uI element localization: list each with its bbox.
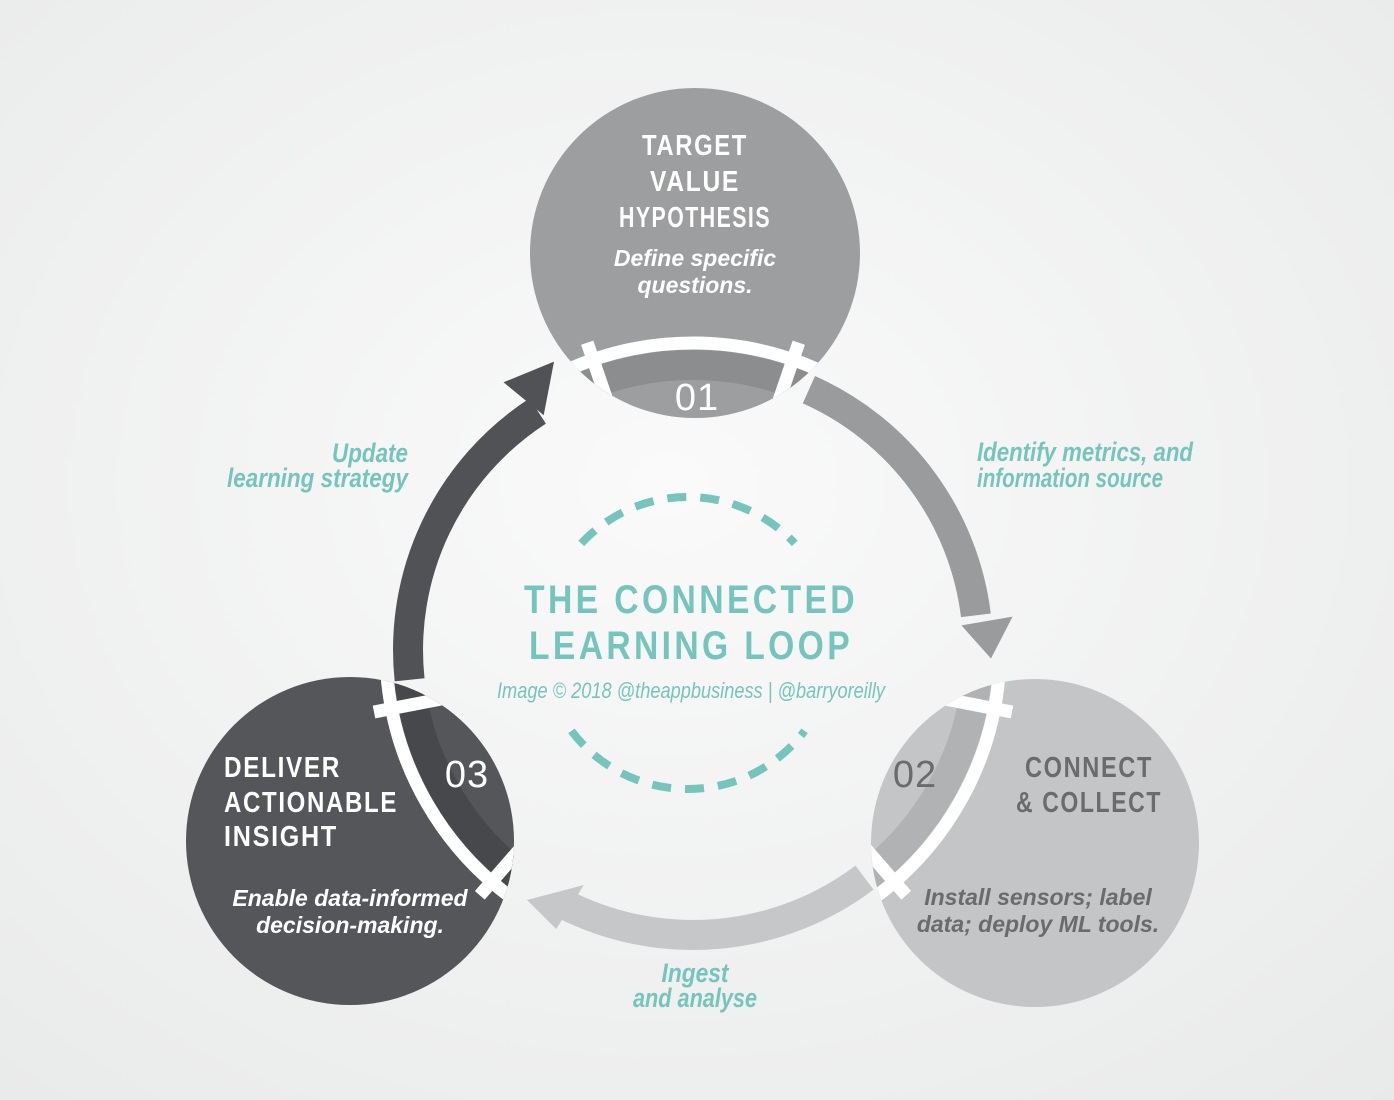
step1-circle — [530, 88, 860, 418]
step2-desc-line1: Install sensors; label — [924, 884, 1152, 910]
arrow-step1-to-step2 — [802, 375, 1013, 659]
arrow-3-label-line1: Update — [332, 438, 408, 468]
center-title-line1: THE CONNECTED — [524, 578, 858, 622]
arrow-2-head — [527, 885, 584, 929]
step1-title-line3: HYPOTHESIS — [619, 202, 771, 234]
arrow-1-label-line1: Identify metrics, and — [977, 437, 1193, 467]
arrow-2-label-line1: Ingest — [662, 958, 730, 988]
step3-desc-line1: Enable data-informed — [232, 885, 468, 911]
step2-title-line2: & COLLECT — [1016, 787, 1162, 819]
arrow-1-label-line2: information source — [977, 463, 1163, 493]
step2-number: 02 — [893, 754, 937, 796]
center-title-line2: LEARNING LOOP — [529, 624, 853, 668]
arrow-3-label-line2: learning strategy — [227, 463, 410, 493]
step1-desc-line1: Define specific — [614, 245, 777, 271]
step1-number: 01 — [675, 377, 719, 419]
step2-desc-line2: data; deploy ML tools. — [917, 911, 1159, 937]
step1-ring-band — [550, 336, 836, 414]
center-dashed-arc-bottom — [568, 728, 808, 793]
step3-band-cut-bottom — [474, 835, 514, 900]
step2-ring-band — [871, 679, 1014, 913]
arrow-2-shaft — [556, 865, 874, 951]
arrow-step2-to-step3 — [527, 865, 874, 951]
arrow-2-label-line2: and analyse — [633, 983, 757, 1013]
step2-title-line1: CONNECT — [1025, 752, 1153, 784]
arrow-3-shaft — [393, 398, 546, 682]
step2-band-cut-bottom — [871, 835, 912, 900]
arrow-3-head — [503, 361, 554, 416]
arrow-step3-to-step1 — [393, 361, 554, 682]
step3-band-cut-top — [372, 691, 447, 719]
step1-desc-line2: questions. — [637, 272, 752, 298]
step3-desc-line2: decision-making. — [256, 912, 444, 938]
step3-title-line2: ACTIONABLE — [224, 787, 398, 819]
step3-ring-band — [372, 677, 514, 913]
step3-number: 03 — [445, 754, 489, 796]
center-dashed-arc-top — [578, 492, 798, 547]
step3-title-line1: DELIVER — [224, 752, 341, 784]
step1-title-line2: VALUE — [650, 166, 740, 198]
step1-title-line1: TARGET — [642, 130, 748, 162]
arrow-1-shaft — [802, 375, 991, 618]
arrow-1-head — [961, 616, 1013, 659]
step3-title-line3: INSIGHT — [224, 821, 338, 853]
image-credit: Image © 2018 @theappbusiness | @barryore… — [497, 678, 887, 703]
